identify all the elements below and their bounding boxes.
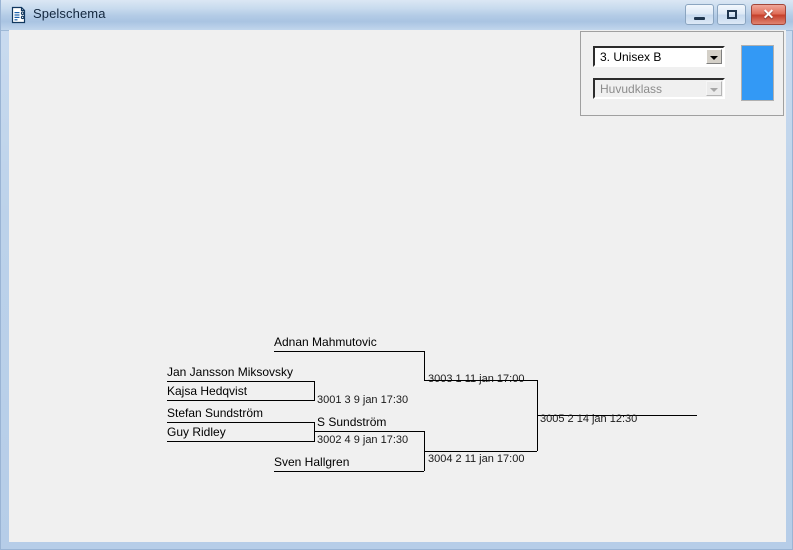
class-selector-panel: 3. Unisex B Huvudklass: [580, 31, 784, 116]
bracket-player-seed-bottom: Sven Hallgren: [274, 455, 350, 469]
bracket-match-3002: 3002 4 9 jan 17:30: [317, 434, 409, 446]
close-icon: ✕: [762, 6, 775, 22]
bracket-line: [167, 381, 314, 382]
maximize-icon: [727, 10, 737, 19]
bracket-line: [424, 351, 425, 381]
bracket-player-seed-top: Adnan Mahmutovic: [274, 335, 377, 349]
minimize-button[interactable]: [685, 4, 714, 25]
class-dropdown-value: 3. Unisex B: [600, 50, 662, 64]
chevron-down-icon: [710, 56, 718, 60]
bracket-line: [167, 400, 314, 401]
bracket-line: [314, 381, 315, 401]
minimize-icon: [694, 17, 705, 20]
bracket-line: [274, 351, 424, 352]
subclass-dropdown: Huvudklass: [593, 78, 725, 99]
chevron-down-icon: [710, 88, 718, 92]
bracket-line: [424, 380, 537, 381]
bracket-player-r1-2: Kajsa Hedqvist: [167, 384, 248, 398]
subclass-dropdown-button: [706, 81, 722, 96]
document-report-icon: [10, 6, 28, 24]
bracket-player-r1-3: Stefan Sundström: [167, 406, 264, 420]
bracket-line: [424, 451, 537, 452]
bracket-match-3001: 3001 3 9 jan 17:30: [317, 394, 409, 406]
bracket-line: [167, 422, 314, 423]
class-color-swatch: [741, 45, 774, 101]
bracket-player-r1-1: Jan Jansson Miksovsky: [167, 365, 294, 379]
bracket-line: [314, 431, 424, 432]
bracket-line: [167, 441, 314, 442]
bracket-line: [274, 471, 424, 472]
bracket-line: [537, 415, 697, 416]
bracket-winner-r2: S Sundström: [317, 415, 387, 429]
bracket-match-3003: 3003 1 11 jan 17:00: [428, 373, 525, 385]
tournament-bracket: Adnan Mahmutovic Jan Jansson Miksovsky K…: [9, 30, 786, 542]
bracket-match-3005: 3005 2 14 jan 12:30: [540, 413, 638, 425]
close-button[interactable]: ✕: [751, 4, 786, 25]
class-dropdown[interactable]: 3. Unisex B: [593, 46, 725, 67]
class-dropdown-button[interactable]: [706, 49, 722, 64]
title-bar: Spelschema ✕: [1, 0, 793, 31]
bracket-player-r1-4: Guy Ridley: [167, 425, 226, 439]
window-title: Spelschema: [33, 6, 106, 21]
maximize-button[interactable]: [717, 4, 746, 25]
client-area: 3. Unisex B Huvudklass Adnan Mahmutovic …: [9, 30, 786, 542]
subclass-dropdown-value: Huvudklass: [600, 82, 663, 96]
bracket-line: [314, 422, 315, 442]
bracket-match-3004: 3004 2 11 jan 17:00: [428, 453, 525, 465]
